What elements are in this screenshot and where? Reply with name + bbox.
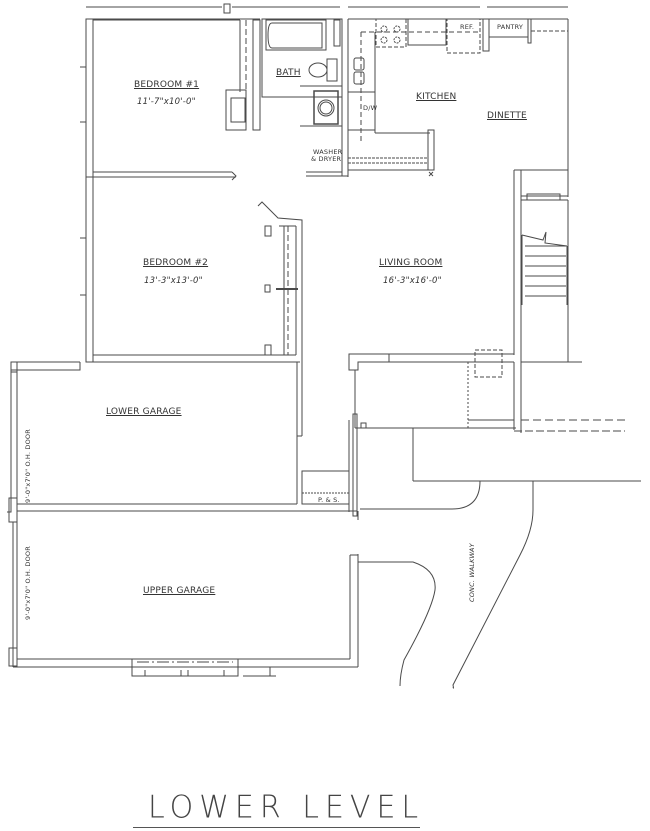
- room-dims-living: 16'-3"x16'-0": [383, 276, 442, 286]
- walkway-label: CONC. WALKWAY: [468, 543, 476, 602]
- room-label-living: LIVING ROOM: [379, 258, 443, 268]
- fixture-label-dw: D/W: [363, 104, 378, 112]
- room-label-bedroom1: BEDROOM #1: [134, 80, 200, 90]
- title-underline: [133, 827, 420, 828]
- fixture-label-pts: P. & S.: [318, 496, 340, 504]
- room-dims-bedroom1: 11'-7"x10'-0": [137, 97, 196, 107]
- upper-garage-walls: [8, 511, 370, 677]
- room-label-bedroom2: BEDROOM #2: [143, 258, 209, 268]
- room-label-kitchen: KITCHEN: [416, 92, 457, 102]
- room-label-washer: WASHER: [313, 148, 343, 156]
- stairs: [513, 169, 582, 363]
- plan-title: LOWER LEVEL: [148, 789, 425, 826]
- upper-garage-door-label: 9'-0"x7'0" O.H. DOOR: [24, 546, 32, 620]
- room-label-bath: BATH: [276, 68, 301, 78]
- site-walkway: [360, 428, 641, 689]
- top-outline: [86, 3, 568, 14]
- lower-garage-door-label: 9'-0"x7'0" O.H. DOOR: [24, 429, 32, 503]
- bedroom2-walls: [80, 176, 303, 363]
- fixture-label-ref: REF.: [460, 23, 475, 31]
- room-dims-bedroom2: 13'-3"x13'-0": [144, 276, 203, 286]
- kitchen-walls: [347, 18, 569, 197]
- living-room-walls: [348, 349, 625, 433]
- room-label-upper-garage: UPPER GARAGE: [143, 586, 216, 596]
- room-label-lower-garage: LOWER GARAGE: [106, 407, 182, 417]
- lower-garage-walls: [7, 361, 367, 523]
- room-label-dryer: & DRYER: [311, 155, 342, 163]
- room-label-dinette: DINETTE: [487, 111, 527, 121]
- fixture-label-pantry: PANTRY: [497, 23, 524, 31]
